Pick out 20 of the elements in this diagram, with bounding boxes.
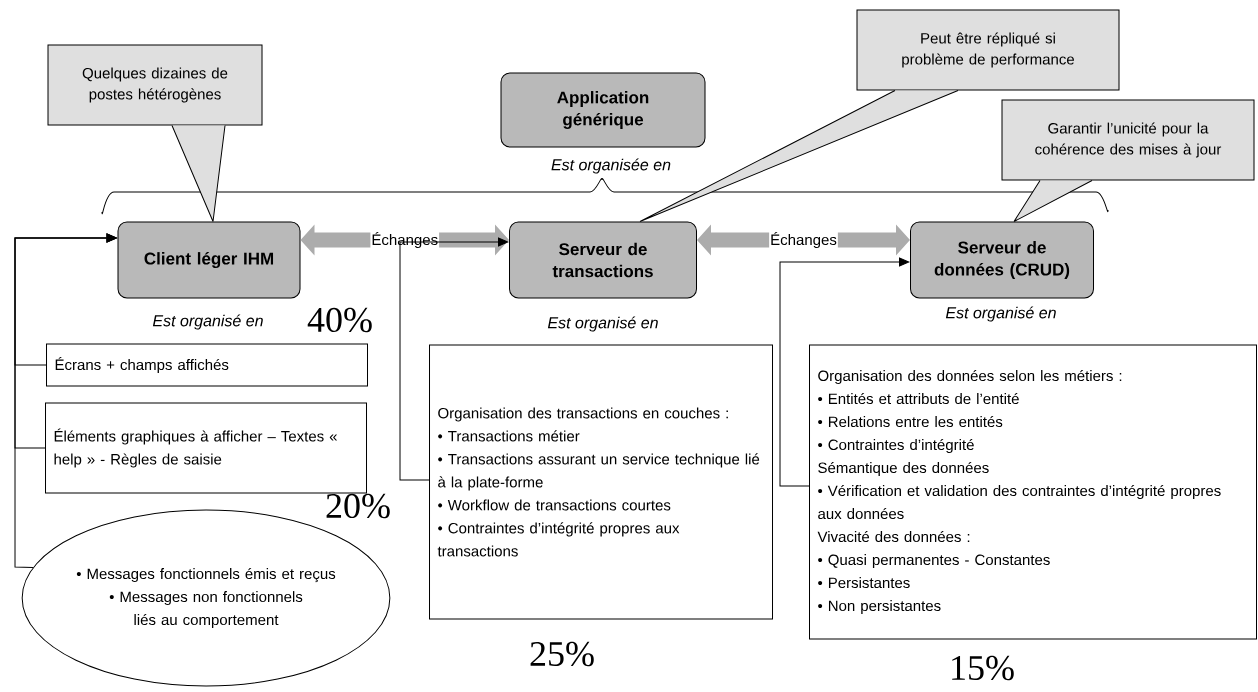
callout-pointer (1013, 180, 1093, 222)
component-box: Client léger IHM (117, 221, 301, 299)
percentage-label: 40% (307, 307, 372, 333)
connector-arrow (399, 237, 509, 481)
caption-text: Est organisé en (945, 306, 1056, 322)
callout-box: Peut être répliqué si problème de performance (856, 9, 1120, 91)
content-box: Écrans + champs affichés (46, 343, 368, 387)
component-box: Application générique (500, 72, 706, 148)
content-box: Éléments graphiques à afficher – Textes « help » - Règles de saisie (45, 402, 367, 494)
caption-text: Est organisée en (551, 158, 671, 174)
caption-text: Est organisé en (547, 316, 658, 332)
connector-arrow (14, 233, 117, 568)
content-box: Organisation des transactions en couches : • Transactions métier • Transactions assurant un service technique lié à la plate-forme • Workflow de transactions courtes • Contraintes d’intégrité propres aux transactions (429, 344, 773, 620)
content-box: Organisation des données selon les métiers : • Entités et attributs de l’entité • Relations entre les entités • Contraintes d’intégrité Sémantique des données • Vérification et validation des contraintes d’intégrité propres aux données Vivacité des données : • Quasi permanentes - Constantes • Persistantes • Non persistantes (809, 344, 1257, 640)
callout-pointer (171, 125, 226, 222)
component-box: Serveur de données (CRUD) (910, 221, 1094, 299)
connector-arrow (779, 257, 910, 487)
caption-text: Est organisé en (152, 314, 263, 330)
callout-pointer (639, 90, 959, 222)
component-box: Serveur de transactions (509, 221, 697, 299)
